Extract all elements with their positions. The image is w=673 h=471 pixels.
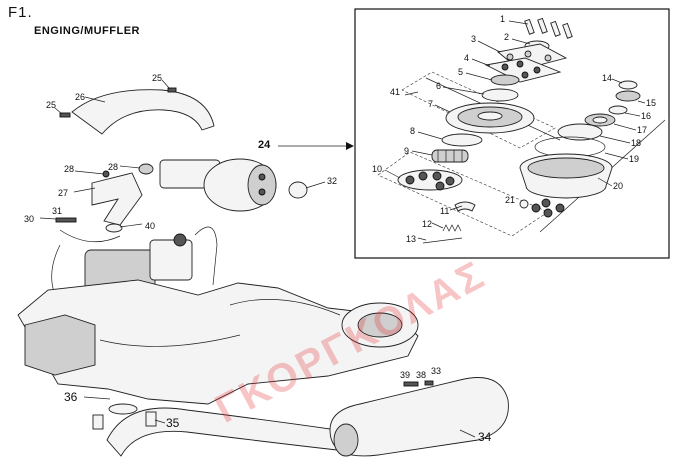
detail-inset-frame: [354, 8, 670, 259]
part-21-rollers: [519, 198, 565, 218]
callout-3: 3: [471, 34, 476, 44]
part-40-clamp: [105, 223, 123, 233]
callout-10: 10: [372, 164, 382, 174]
callout-34: 34: [478, 430, 492, 444]
callout-25-top: 25: [152, 73, 162, 83]
part-20-drum: [519, 153, 613, 199]
callout-6: 6: [436, 81, 441, 91]
callout-30: 30: [24, 214, 34, 224]
part-7-clutch-disc: [445, 102, 535, 134]
part-10-roller-weights: [397, 169, 463, 191]
callout-16: 16: [641, 111, 651, 121]
callout-2: 2: [504, 32, 509, 42]
part-24-variator-assembly: [159, 158, 277, 212]
group-41-outline: [401, 71, 556, 149]
part-8-ring: [441, 133, 483, 147]
callout-15: 15: [646, 98, 656, 108]
part-25-screw-b: [59, 112, 71, 118]
part-9-needle-bearing: [431, 149, 469, 163]
part-39-bolt: [403, 381, 419, 387]
callout-28-left: 28: [64, 164, 74, 174]
callout-13: 13: [406, 234, 416, 244]
callout-38: 38: [416, 370, 426, 380]
callout-17: 17: [637, 125, 647, 135]
callout-32: 32: [327, 176, 337, 186]
callout-11: 11: [440, 206, 449, 216]
group-lower-outline: [377, 151, 549, 237]
callout-25-left: 25: [46, 100, 56, 110]
part-36-gasket: [108, 403, 138, 415]
callout-26: 26: [75, 92, 85, 102]
callout-9: 9: [404, 146, 409, 156]
callout-41: 41: [390, 87, 400, 97]
figure-title: ENGING/MUFFLER: [34, 25, 140, 37]
muffler-exhaust: [92, 377, 509, 457]
part-35-nut-b: [145, 411, 157, 427]
part-17-bearing: [584, 113, 616, 127]
part-15-bearing: [615, 90, 641, 102]
callout-27: 27: [58, 188, 68, 198]
part-4-roller-plate: [484, 57, 562, 83]
part-26-cover: [71, 89, 215, 135]
callout-14: 14: [602, 73, 612, 83]
part-25-screw-a: [167, 87, 177, 93]
callout-5: 5: [458, 67, 463, 77]
part-6-ring: [481, 88, 519, 102]
callout-labels: 1 2 3 4 5 6 7 8 9 10 11 12 13 14 15 16 1…: [24, 14, 656, 444]
part-18-plate: [557, 123, 603, 141]
callout-36: 36: [64, 390, 78, 404]
figure-id: F1.: [8, 4, 33, 21]
part-33-nut: [424, 380, 434, 386]
callout-18: 18: [631, 138, 641, 148]
callout-4: 4: [464, 53, 469, 63]
arrow-head-icon: [346, 142, 354, 150]
callout-31: 31: [52, 206, 62, 216]
callout-12: 12: [422, 219, 432, 229]
part-27-bracket: [91, 172, 143, 226]
part-13-pin: [422, 237, 463, 244]
callout-35: 35: [166, 416, 180, 430]
callout-19: 19: [629, 154, 639, 164]
callout-20: 20: [613, 181, 623, 191]
callout-39: 39: [400, 370, 410, 380]
callout-21: 21: [505, 195, 515, 205]
callout-24: 24: [258, 139, 271, 151]
part-1-bolts: [524, 17, 573, 39]
part-35-nut-a: [92, 414, 104, 430]
part-28-nut-b: [138, 163, 154, 175]
callout-8: 8: [410, 126, 415, 136]
leader-lines: [39, 20, 646, 438]
part-14-cap: [618, 80, 638, 90]
detail-inset: [354, 8, 670, 259]
callout-40: 40: [145, 221, 155, 231]
callout-28-right: 28: [108, 162, 118, 172]
engine-crankcase: [17, 279, 419, 405]
part-12-spring: [442, 224, 462, 232]
callout-1: 1: [500, 14, 505, 24]
part-31-hose: [59, 229, 121, 243]
part-11-pin: [454, 201, 476, 212]
part-32-seal: [288, 181, 308, 199]
callout-33: 33: [431, 366, 441, 376]
part-5-washer: [490, 74, 520, 86]
callout-7: 7: [428, 99, 433, 109]
part-16-ring: [608, 105, 628, 115]
part-30-bolt: [55, 217, 77, 223]
